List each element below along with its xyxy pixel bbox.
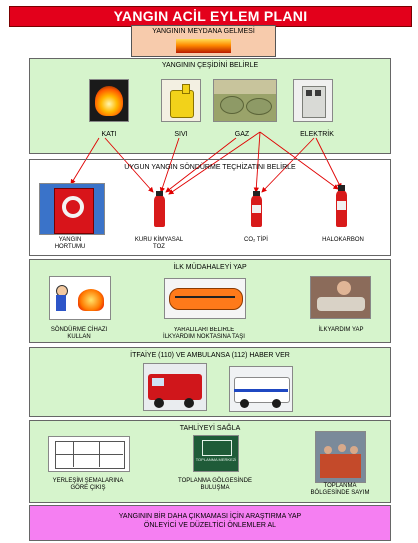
step6-line1: YANGININ BİR DAHA ÇIKMAMASI İÇİN ARAŞTIR… <box>118 513 302 520</box>
action-use-extinguisher: SÖNDÜRME CİHAZI KULLAN <box>39 327 119 341</box>
fire-occurrence-box: YANGININ MEYDANA GELMESİ <box>131 25 276 57</box>
arrow-electric2-to-halocarbon <box>315 137 342 189</box>
evac-meet-assembly-line1: TOPLANMA GÖLGESİNDE <box>178 478 252 484</box>
floor-plan-image <box>48 436 130 472</box>
equipment-dry-powder-line2: TOZ <box>153 244 165 250</box>
action-identify-injured-line1: YARALILARI BELİRLE <box>173 327 235 333</box>
equipment-dry-powder-line1: KURU KİMYASAL <box>134 237 184 243</box>
action-identify-injured-line2: İLKYARDIM NOKTASINA TAŞI <box>163 334 245 340</box>
step4-heading: İTFAİYE (110) VE AMBULANSA (112) HABER V… <box>130 352 290 359</box>
step-choose-equipment <box>29 159 391 256</box>
extinguisher-use-image <box>49 276 111 320</box>
step-prevent-recurrence <box>29 505 391 541</box>
action-use-extinguisher-line1: SÖNDÜRME CİHAZI <box>50 327 108 333</box>
evac-exit-by-plan-line2: GÖRE ÇIKIŞ <box>70 485 106 491</box>
equipment-halocarbon: HALOKARBON <box>322 237 364 243</box>
equipment-co2: CO₂ TİPİ <box>244 237 268 243</box>
fire-type-gas: GAZ <box>234 131 250 138</box>
step-call-emergency <box>29 347 391 417</box>
arrow-electric-to-co2 <box>253 131 261 193</box>
step6-line2: ÖNLEYİCİ VE DÜZELTİCİ ÖNLEMLER AL <box>143 522 277 529</box>
flame-image <box>176 39 231 53</box>
arrow-electric-to-halocarbon <box>259 131 339 190</box>
action-identify-injured: YARALILARI BELİRLE İLKYARDIM NOKTASINA T… <box>157 327 251 341</box>
step3-heading: İLK MÜDAHALEYİ YAP <box>173 264 247 271</box>
headcount-crowd-image <box>315 431 366 483</box>
arrow-electric2-to-co2 <box>261 137 315 193</box>
fire-hose-cabinet-image <box>39 183 105 235</box>
ambulance-image <box>229 366 293 412</box>
electrical-panel-image <box>293 79 333 122</box>
action-use-extinguisher-line2: KULLAN <box>67 334 91 340</box>
fire-truck-image <box>143 363 207 411</box>
fire-occurrence-label: YANGININ MEYDANA GELMESİ <box>152 28 255 35</box>
step5-heading: TAHLİYEYİ SAĞLA <box>179 425 241 432</box>
action-first-aid: İLKYARDIM YAP <box>318 327 364 333</box>
fire-type-electric: ELEKTRİK <box>300 131 334 138</box>
first-aid-image <box>310 276 371 319</box>
evac-exit-by-plan-line1: YERLEŞİM ŞEMALARINA <box>52 478 124 484</box>
assembly-point-sign: TOPLANMA MERKEZİ <box>193 435 239 472</box>
gas-tanks-image <box>213 79 277 122</box>
liquid-fuel-can-image <box>161 79 201 122</box>
assembly-point-sign-text: TOPLANMA MERKEZİ <box>195 457 237 462</box>
evac-headcount-line2: BÖLGESİNDE SAYIM <box>310 490 370 496</box>
dry-powder-extinguisher-icon <box>151 191 168 227</box>
solid-fire-image <box>89 79 129 122</box>
arrow-solid-to-hose <box>70 137 100 185</box>
equipment-dry-powder: KURU KİMYASAL TOZ <box>130 237 188 251</box>
equipment-fire-hose: YANGIN HORTUMU <box>39 237 101 251</box>
step1-heading: YANGININ ÇEŞİDİNİ BELİRLE <box>161 62 259 69</box>
arrow-liquid-to-powder <box>159 137 180 193</box>
evac-headcount-line1: TOPLANMA <box>323 483 357 489</box>
fire-type-solid: KATI <box>101 131 117 138</box>
evac-meet-assembly-line2: BULUŞMA <box>200 485 230 491</box>
co2-extinguisher-icon <box>248 191 265 227</box>
evac-exit-by-plan: YERLEŞİM ŞEMALARINA GÖRE ÇIKIŞ <box>42 478 134 492</box>
step6-text: YANGININ BİR DAHA ÇIKMAMASI İÇİN ARAŞTIR… <box>29 512 391 530</box>
arrow-electric-to-powder <box>168 131 261 195</box>
arrow-solid-to-powder <box>104 137 154 193</box>
fire-type-liquid: SIVI <box>174 131 188 138</box>
step2-heading: UYGUN YANGIN SÖNDÜRME TEÇHİZATINI BELİRL… <box>124 164 296 171</box>
equipment-fire-hose-line2: HORTUMU <box>54 244 86 250</box>
halocarbon-extinguisher-icon <box>333 185 350 227</box>
evac-headcount: TOPLANMA BÖLGESİNDE SAYIM <box>296 483 384 497</box>
equipment-fire-hose-line1: YANGIN <box>58 237 82 243</box>
arrow-gas-to-powder <box>165 137 237 193</box>
evac-meet-assembly: TOPLANMA GÖLGESİNDE BULUŞMA <box>166 478 264 492</box>
stretcher-image <box>164 278 246 319</box>
